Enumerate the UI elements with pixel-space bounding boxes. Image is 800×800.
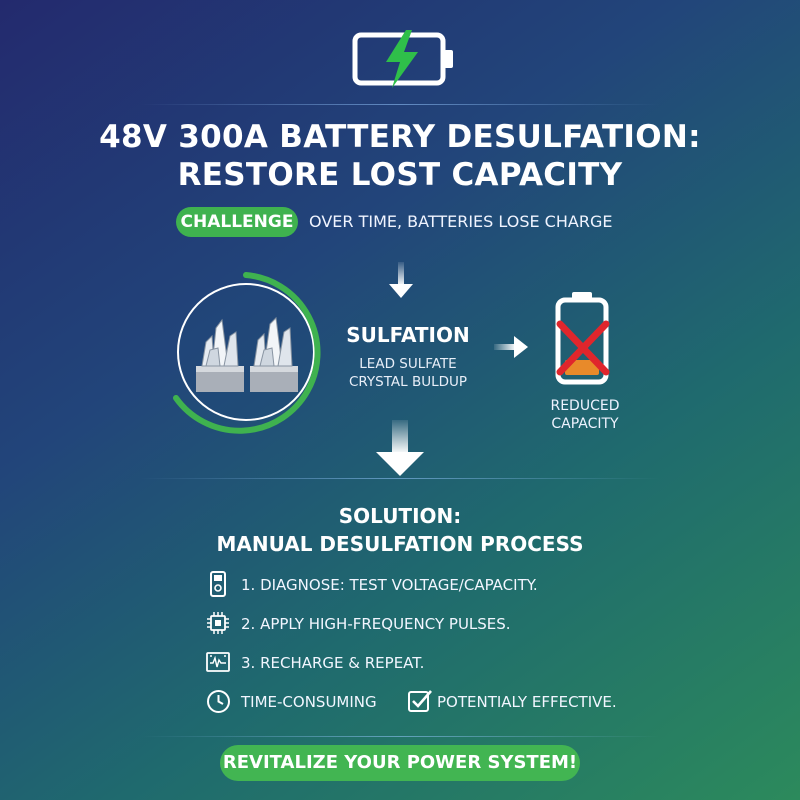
page-title: 48V 300A BATTERY DESULFATION: RESTORE LO… xyxy=(0,118,800,194)
arrow-down-icon xyxy=(389,262,413,298)
charger-icon xyxy=(206,652,230,672)
note-potentially-effective: POTENTIALY EFFECTIVE. xyxy=(437,693,617,711)
checkbox-icon xyxy=(408,690,432,712)
cta-banner: REVITALIZE YOUR POWER SYSTEM! xyxy=(220,745,580,781)
challenge-text: OVER TIME, BATTERIES LOSE CHARGE xyxy=(309,212,613,231)
solution-subtitle: MANUAL DESULFATION PROCESS xyxy=(216,532,584,556)
note-time-consuming: TIME-CONSUMING xyxy=(241,693,377,711)
step-2-text: 2. APPLY HIGH-FREQUENCY PULSES. xyxy=(241,615,511,633)
top-divider xyxy=(140,104,660,105)
low-battery-icon xyxy=(555,292,610,385)
reduced-capacity-line-2: CAPACITY xyxy=(551,416,619,432)
reduced-capacity-line-1: REDUCED xyxy=(550,398,620,414)
middle-divider xyxy=(140,478,660,479)
solution-title: SOLUTION: xyxy=(338,504,462,528)
clock-icon xyxy=(207,690,230,713)
step-3-text: 3. RECHARGE & REPEAT. xyxy=(241,654,425,672)
sulfation-crystals-icon xyxy=(173,272,321,434)
chip-icon xyxy=(207,612,229,634)
title-line-2: RESTORE LOST CAPACITY xyxy=(177,157,623,193)
arrow-right-icon xyxy=(494,336,528,358)
step-1-text: 1. DIAGNOSE: TEST VOLTAGE/CAPACITY. xyxy=(241,576,538,594)
bottom-divider xyxy=(140,736,660,737)
sulfation-desc-line-1: LEAD SULFATE xyxy=(359,356,457,372)
challenge-badge: CHALLENGE xyxy=(176,207,298,237)
sulfation-title: SULFATION xyxy=(346,323,470,347)
title-line-1: 48V 300A BATTERY DESULFATION: xyxy=(99,119,701,155)
arrow-down-large-icon xyxy=(376,420,424,476)
battery-charging-icon xyxy=(352,30,453,88)
sulfation-desc-line-2: CRYSTAL BULDUP xyxy=(348,374,468,390)
tester-icon xyxy=(210,571,226,597)
